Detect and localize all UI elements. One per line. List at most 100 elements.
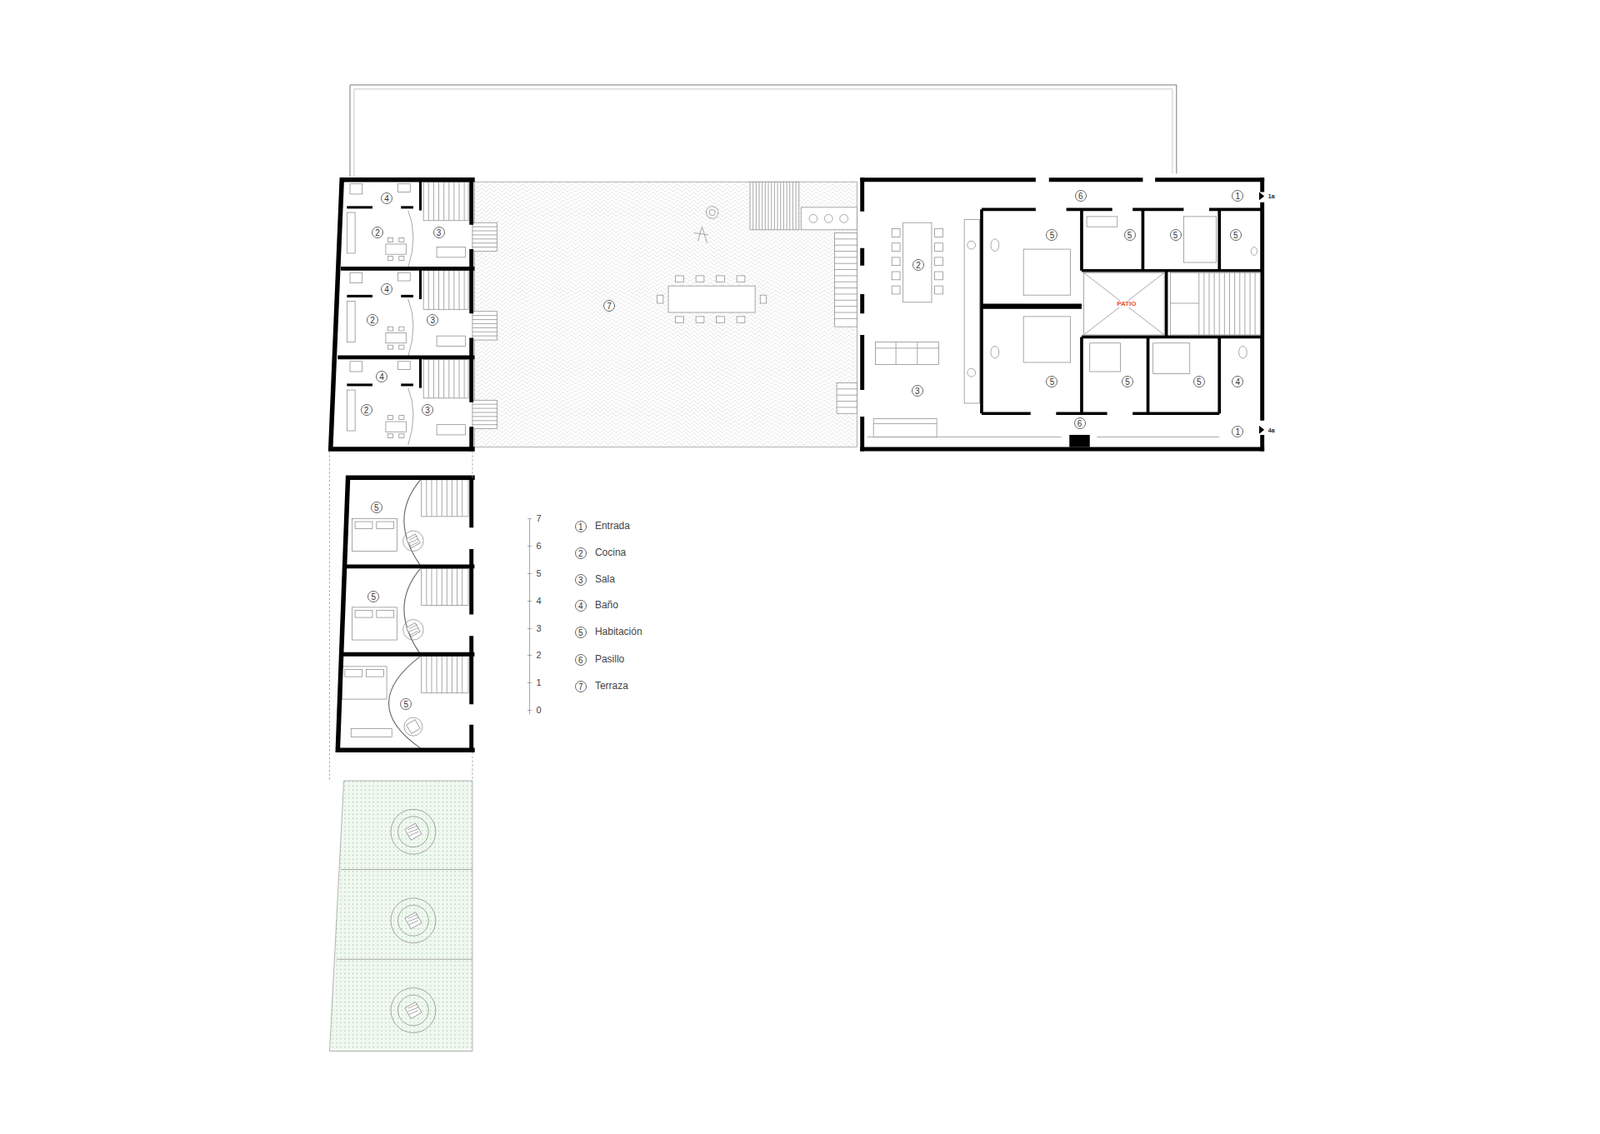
floor-plan [980,209,984,414]
floor-plan [346,268,497,356]
scale-number: 5 [535,569,541,579]
floor-plan [668,285,755,313]
room-number: 5 [1124,229,1136,241]
scale-number: 2 [535,650,541,660]
dining-chairs [891,285,900,295]
room-number: 3 [911,385,924,397]
floor-plan [862,447,1263,452]
room-number: 2 [371,226,384,239]
scale-bar [529,518,530,715]
legend-text: Baño [595,600,619,612]
floor-plan [345,564,473,569]
floor-plan [1069,435,1090,448]
bedroom-unit [426,656,463,694]
floor-plan [709,209,715,215]
floor-plan [1081,270,1263,338]
scale-bar [527,518,532,710]
dining-chairs [891,229,943,295]
room-number: 3 [426,314,439,326]
room-number: 2 [912,259,925,271]
terrace-chairs [657,295,664,304]
room-number: 7 [603,300,615,312]
terrace-chairs [675,316,685,323]
dining-chairs [891,243,900,252]
legend-number: 1 [575,520,587,533]
floor-plan [800,207,857,230]
room-number: 4 [380,283,393,295]
floor-plan [835,239,858,320]
room-number: 5 [1121,375,1134,388]
dining-chairs [935,243,944,252]
room-number: 3 [433,226,445,239]
room-number: 4 [380,192,393,205]
floor-plan [1259,192,1265,201]
bedroom-unit [389,656,421,749]
room-number: 2 [366,314,379,326]
dining-chairs [935,285,944,295]
dining-chairs [891,257,900,266]
scale-number: 0 [535,705,541,715]
floor-plan [1250,247,1257,256]
floor-plan [350,85,1177,177]
patio-label: PATIO [1115,300,1137,308]
room-number: 5 [1045,375,1058,388]
room-number: 5 [1045,229,1058,241]
floor-plan [694,226,709,244]
floor-plan [875,342,940,365]
floor-plan [981,411,1220,415]
room-number: 4 [1231,375,1244,388]
floor-plan [873,418,937,437]
floor-plan [1086,216,1118,227]
floor-plan [990,345,1000,359]
terrace-chairs [736,275,745,282]
floor-plan [330,451,473,782]
floor-plan [1090,343,1121,372]
floor-plan [1170,272,1260,335]
room-number: 1 [1231,425,1244,438]
floor-plan [967,240,976,250]
room-number: 6 [1074,417,1086,430]
dining-chairs [935,257,944,266]
floor-plan [390,988,436,1034]
dining-chairs [935,271,944,280]
scale-number: 3 [535,624,541,634]
room-number: 2 [360,404,373,416]
legend-number: 5 [575,626,587,639]
bedroom-unit [341,656,469,749]
terrace-chairs [675,275,685,282]
floor-plan [903,222,932,303]
floor-plan [390,809,436,855]
floor-plan [875,342,940,365]
room-number: 4 [375,370,388,383]
floor-plan [981,304,1082,310]
floor-plan [967,368,976,377]
legend-number: 2 [575,547,587,560]
terrace-chairs [657,275,767,323]
legend-text: Terraza [595,680,629,692]
floor-plan [346,180,497,268]
scale-bar [527,518,532,715]
room-number: 5 [370,501,383,514]
legend-text: Entrada [595,520,630,532]
room-number: 1 [1231,190,1244,202]
floor-plan [809,214,818,223]
room-number: 5 [1193,375,1205,388]
terrace-chairs [716,316,725,323]
scale-number: 7 [535,514,541,524]
floor-plan [1170,272,1255,335]
floor-plan [1183,216,1216,263]
floor-plan [990,239,1000,252]
floor-plan [346,357,497,445]
floor-plan [836,382,857,414]
floor-plan [469,180,474,450]
floor-plan [354,89,1173,177]
dining-chairs [891,271,900,280]
legend-text: Sala [595,574,615,585]
scale-number: 6 [535,541,541,551]
scale-number: 4 [535,596,541,606]
scale-number: 1 [535,678,541,688]
floor-plan [835,232,858,327]
floor-plan [390,898,436,944]
bedroom-unit [406,720,421,735]
